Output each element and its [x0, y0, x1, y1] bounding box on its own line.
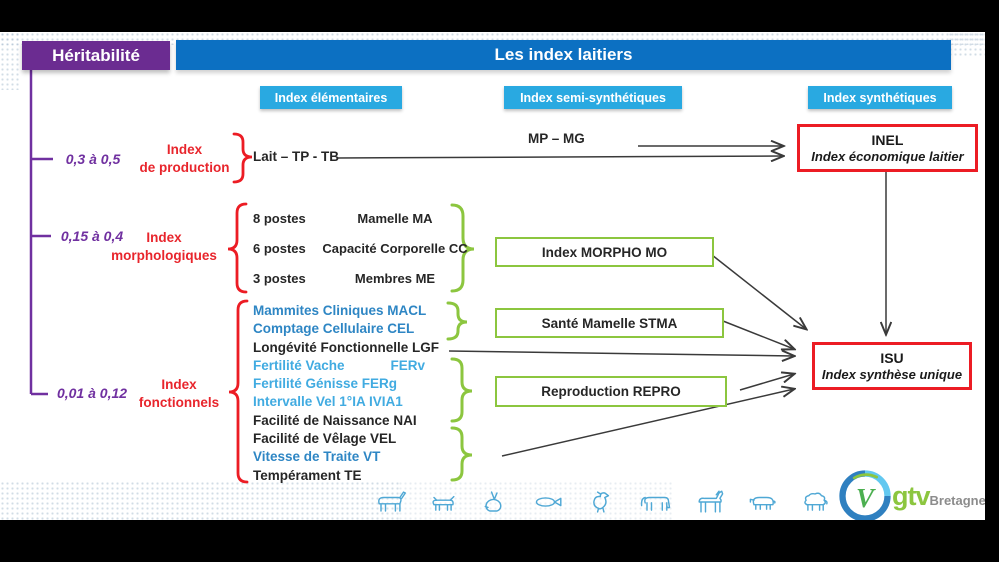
column-header-semi-synthetic-label: Index semi-synthétiques — [520, 90, 666, 105]
group-label-functional: Index fonctionnels — [126, 376, 232, 412]
box-reproduction-label: Reproduction REPRO — [541, 384, 681, 399]
diagram-title: Les index laitiers — [494, 45, 633, 64]
goat-icon — [378, 491, 407, 512]
column-header-elementary-label: Index élémentaires — [274, 90, 388, 105]
box-udder-health-label: Santé Mamelle STMA — [541, 315, 678, 331]
gtv-bretagne-logo: V gtv Bretagne — [838, 466, 999, 526]
trait-mp-mg: MP – MG — [528, 131, 585, 146]
box-inel: INEL Index économique laitier — [797, 124, 978, 172]
box-reproduction: Reproduction REPRO — [495, 376, 727, 407]
column-header-synthetic-label: Index synthétiques — [823, 90, 937, 105]
trait-calving-ease: Facilité de Vêlage VEL — [253, 431, 397, 447]
box-index-morpho: Index MORPHO MO — [495, 237, 714, 267]
group-label-production-line1: Index — [166, 142, 203, 157]
letterbox-bottom — [0, 520, 999, 562]
box-isu-subtitle: Index synthèse unique — [821, 366, 963, 382]
heritability-value-functional: 0,01 à 0,12 — [56, 385, 128, 401]
trait-calving-interval: Intervalle Vel 1°IA IVIA1 — [253, 394, 403, 410]
box-udder-health: Santé Mamelle STMA — [495, 308, 724, 338]
group-label-functional-line2: fonctionnels — [138, 395, 220, 410]
morphology-row: 3 postes Membres ME — [253, 263, 473, 293]
diagram-title-bar: Les index laitiers — [176, 40, 951, 70]
trait-milk-production: Lait – TP - TB — [253, 149, 340, 164]
sheep-icon — [804, 492, 828, 511]
group-label-morphology-line1: Index — [146, 230, 182, 245]
trait-mastitis: Mammites Cliniques MACL — [253, 303, 427, 318]
trait-milking-speed: Vitesse de Traite VT — [253, 449, 381, 465]
trait-heifer-fertility: Fertilité Génisse FERg — [253, 376, 398, 392]
logo-text-gtv: gtv — [892, 480, 930, 511]
pig-icon — [749, 496, 776, 510]
letterbox-top — [0, 0, 999, 32]
trait-cow-fertility-label: Fertilité Vache — [253, 357, 345, 373]
heritability-value-production: 0,3 à 0,5 — [65, 151, 121, 167]
rabbit-icon — [484, 491, 501, 512]
morphology-row: 6 postes Capacité Corporelle CC — [253, 233, 473, 263]
column-header-elementary: Index élémentaires — [260, 86, 402, 109]
morphology-row: 8 postes Mamelle MA — [253, 203, 473, 233]
morphology-trait: Membres ME — [354, 270, 436, 286]
group-label-morphology: Index morphologiques — [96, 229, 232, 265]
group-label-production-line2: de production — [139, 160, 230, 175]
column-header-synthetic: Index synthétiques — [808, 86, 952, 109]
horse-icon — [697, 490, 723, 513]
box-isu-title: ISU — [880, 349, 904, 366]
heritability-label: Héritabilité — [52, 45, 140, 65]
box-inel-title: INEL — [871, 131, 904, 148]
group-label-morphology-line2: morphologiques — [111, 248, 217, 263]
heritability-panel-title: Héritabilité — [22, 41, 170, 70]
fish-icon — [535, 497, 562, 507]
morphology-trait: Capacité Corporelle CC — [322, 240, 468, 256]
trait-cow-fertility-code: FERv — [390, 357, 425, 373]
group-label-functional-line1: Index — [161, 377, 197, 392]
trait-longevity: Longévité Fonctionnelle LGF — [253, 339, 440, 355]
morphology-postes: 8 postes — [253, 210, 306, 226]
cow-icon — [641, 496, 671, 511]
logo-text-region: Bretagne — [929, 493, 986, 508]
morphology-postes: 6 postes — [253, 240, 306, 256]
dog-icon — [432, 495, 455, 511]
trait-cell-count: Comptage Cellulaire CEL — [253, 321, 415, 337]
slide-background — [0, 32, 985, 520]
morphology-trait: Mamelle MA — [357, 210, 433, 226]
gtv-logo-mark: V — [839, 470, 891, 522]
letterbox-right — [985, 0, 999, 562]
box-index-morpho-label: Index MORPHO MO — [541, 244, 668, 260]
morphology-rows: 8 postes Mamelle MA 6 postes Capacité Co… — [253, 203, 473, 293]
group-label-production: Index de production — [136, 141, 233, 177]
heritability-value-morphology: 0,15 à 0,4 — [60, 228, 124, 244]
hen-icon — [593, 491, 610, 513]
box-inel-subtitle: Index économique laitier — [811, 148, 964, 164]
logo-letter-v: V — [856, 483, 876, 513]
animal-icon-row — [372, 486, 834, 518]
column-header-semi-synthetic: Index semi-synthétiques — [504, 86, 682, 109]
functional-trait-list: Mammites Cliniques MACL Comptage Cellula… — [253, 302, 440, 485]
box-isu: ISU Index synthèse unique — [812, 342, 972, 390]
trait-birth-ease: Facilité de Naissance NAI — [253, 412, 417, 428]
trait-cow-fertility: Fertilité Vache FERv — [253, 357, 425, 375]
morphology-postes: 3 postes — [253, 270, 306, 286]
trait-temperament: Tempérament TE — [253, 467, 362, 483]
